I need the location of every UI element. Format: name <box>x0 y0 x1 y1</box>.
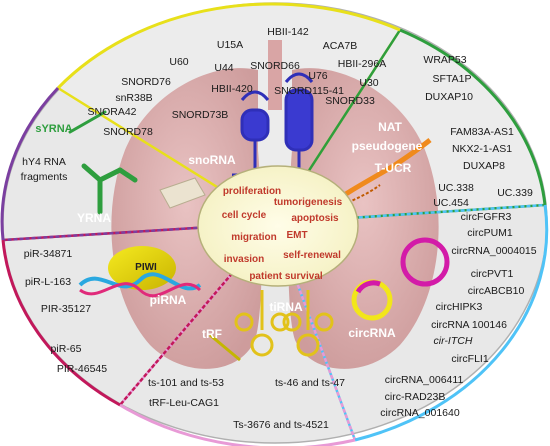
circrna-item: cir-ITCH <box>434 335 473 347</box>
pirna-labels: piR-34871 piR-L-163 PIR-35127 piR-65 PIR… <box>24 248 187 375</box>
yrna-item: hY4 RNA <box>22 156 66 168</box>
center-item: tumorigenesis <box>274 197 343 208</box>
snorna-item: SNORD115-41 <box>274 85 344 97</box>
snorna-item: U60 <box>169 56 188 68</box>
lncrna-labels: WRAP53 SFTA1P DUXAP10 FAM83A-AS1 NKX2-1-… <box>352 54 533 209</box>
circrna-border <box>354 204 549 442</box>
yrna-item: fragments <box>21 171 68 183</box>
circrna-item: circRNA_001640 <box>380 407 460 419</box>
lncrna-item: WRAP53 <box>423 54 466 66</box>
tirna-item: tRF-Leu-CAG1 <box>149 397 219 409</box>
pirna-item: piR-34871 <box>24 248 73 260</box>
snorna-title: snoRNA <box>188 153 236 167</box>
piwi-badge: PIWI <box>135 262 157 273</box>
lncrna-item: FAM83A-AS1 <box>450 126 514 138</box>
snorna-item: U76 <box>308 70 327 82</box>
snorna-item: U30 <box>359 77 378 89</box>
tirna-item: Ts-3676 and ts-4521 <box>233 419 329 431</box>
circrna-item: circFLI1 <box>451 353 489 365</box>
circrna-item: circRNA_006411 <box>385 374 464 386</box>
pirna-item: piR-65 <box>51 343 82 355</box>
yrna-structure-icon <box>68 110 138 215</box>
trna-cloverleaf-icon <box>209 290 334 362</box>
pirna-title: piRNA <box>150 293 187 307</box>
lncrna-item: UC.338 <box>438 182 474 194</box>
snorna-item: SNORD66 <box>250 60 300 72</box>
pirna-item: PIR-46545 <box>57 363 107 375</box>
circrna-item: circ-RAD23B <box>385 391 446 403</box>
circrna-item: circRNA_0004015 <box>451 245 536 257</box>
snorna-item: SNORA42 <box>87 106 136 118</box>
syrna-title: sYRNA <box>35 123 72 135</box>
sheet-icon <box>159 177 206 209</box>
lncrna-item: DUXAP10 <box>425 91 473 103</box>
circrna-labels: circFGFR3 circPUM1 circRNA_0004015 circP… <box>348 211 536 419</box>
lncrna-inner-label: T-UCR <box>375 161 412 175</box>
snorna-item: U44 <box>214 62 233 74</box>
center-ellipse <box>197 165 359 287</box>
tirna-item: ts-46 and ts-47 <box>275 377 345 389</box>
lncrna-border <box>399 28 547 206</box>
snorna-border <box>56 2 401 90</box>
lncrna-inner-label: NAT <box>378 120 402 134</box>
yrna-labels: sYRNA hY4 RNA fragments YRNA <box>21 123 112 225</box>
center-item: proliferation <box>223 186 281 197</box>
snorna-item: HBII-420 <box>211 83 253 95</box>
circrna-item: circPVT1 <box>471 268 514 280</box>
lncrna-inner-label: pseudogene <box>352 139 423 153</box>
circrna-item: circABCB10 <box>468 285 525 297</box>
lncrna-item: NKX2-1-AS1 <box>452 143 512 155</box>
lncrna-item: UC.339 <box>497 187 533 199</box>
lncrna-strand-icon <box>328 138 432 211</box>
center-item: invasion <box>224 254 265 265</box>
circrna-circles-icon <box>351 237 450 321</box>
center-item: patient survival <box>249 271 323 282</box>
circrna-title: circRNA <box>348 326 396 340</box>
tirna-item: ts-101 and ts-53 <box>148 377 224 389</box>
lncrna-item: DUXAP8 <box>463 160 505 172</box>
snorna-item: HBII-142 <box>267 26 309 38</box>
snorna-item: SNORD76 <box>121 76 171 88</box>
pirna-item: piR-L-163 <box>25 276 71 288</box>
center-item: self-renewal <box>283 250 341 261</box>
tirna-border <box>119 403 356 446</box>
lncrna-item: UC.454 <box>433 197 469 209</box>
snorna-item: HBII-296A <box>338 58 386 70</box>
lncrna-item: SFTA1P <box>433 73 472 85</box>
circrna-item: circRNA 100146 <box>431 319 507 331</box>
yrna-title: YRNA <box>77 211 111 225</box>
tirna-title: tiRNA <box>269 300 303 314</box>
yrna-border <box>0 86 60 241</box>
circrna-item: circPUM1 <box>467 227 513 239</box>
snorna-item: snR38B <box>115 92 152 104</box>
tirna-labels: tiRNA tRF ts-101 and ts-53 ts-46 and ts-… <box>148 300 345 431</box>
center-item: apoptosis <box>291 213 339 224</box>
center-item: cell cycle <box>222 210 267 221</box>
snorna-item: SNORD78 <box>103 126 153 138</box>
snorna-item: SNORD73B <box>172 109 229 121</box>
snorna-item: ACA7B <box>323 40 357 52</box>
snorna-item: U15A <box>217 39 243 51</box>
circrna-item: circFGFR3 <box>461 211 512 223</box>
pirna-piwi-icon <box>78 246 202 298</box>
snorna-item: SNORD33 <box>325 95 375 107</box>
center-item: EMT <box>286 230 307 241</box>
center-item: migration <box>231 232 277 243</box>
circrna-item: circHIPK3 <box>436 301 483 313</box>
pirna-item: PIR-35127 <box>41 303 91 315</box>
trf-title: tRF <box>202 327 222 341</box>
pirna-border <box>1 239 121 407</box>
snorna-labels: U15A HBII-142 ACA7B U60 U44 SNORD66 U76 … <box>87 26 386 167</box>
center-effects: proliferation tumorigenesis cell cycle a… <box>222 186 343 282</box>
